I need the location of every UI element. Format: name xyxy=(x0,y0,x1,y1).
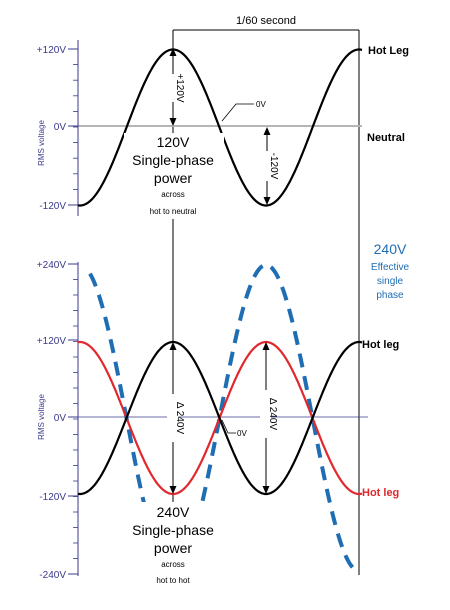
period-label: 1/60 second xyxy=(236,15,296,27)
top-plus-arrow-label: +120V xyxy=(174,73,185,103)
bottom-caption-between: hot to hot xyxy=(156,576,190,585)
bottom-panel: +240V +120V 0V -120V -240V RMS voltage Δ… xyxy=(37,241,410,586)
top-tick-zero: 0V xyxy=(54,122,67,133)
bottom-caption-line2: power xyxy=(154,540,192,556)
bottom-minor-ticks xyxy=(73,263,78,575)
top-caption-line2: power xyxy=(154,170,192,186)
top-caption-voltage: 120V xyxy=(157,134,190,150)
top-caption-across: across xyxy=(161,190,185,199)
top-tick-pos: +120V xyxy=(37,45,67,56)
delta-arrow-1-label: Δ 240V xyxy=(174,402,185,435)
delta-arrow-2-label: Δ 240V xyxy=(267,398,278,431)
bottom-caption-line1: Single-phase xyxy=(132,522,214,538)
neutral-label: Neutral xyxy=(367,132,405,144)
top-panel: +120V 0V -120V RMS voltage +120V -120V 0… xyxy=(37,40,409,219)
top-caption-between: hot to neutral xyxy=(150,207,197,216)
effective-line2: single xyxy=(377,276,404,287)
top-hot-leg-label: Hot Leg xyxy=(368,45,409,57)
delta-arrow-2: Δ 240V xyxy=(260,342,278,494)
delta-arrow-1: Δ 240V xyxy=(167,342,185,494)
bottom-hot-leg-label: Hot leg xyxy=(362,339,399,351)
effective-voltage: 240V xyxy=(374,241,407,257)
top-zero-callout-line xyxy=(221,103,254,122)
top-y-axis-title: RMS voltage xyxy=(37,120,46,166)
bottom-tick-neg120: -120V xyxy=(39,492,66,503)
top-tick-neg: -120V xyxy=(39,201,66,212)
top-minus-arrow-label: -120V xyxy=(268,153,279,180)
effective-label: 240V Effective single phase xyxy=(371,241,410,301)
bottom-tick-pos240: +240V xyxy=(37,260,67,271)
bottom-zero-callout: 0V xyxy=(237,429,247,438)
bottom-tick-neg240: -240V xyxy=(39,570,66,581)
top-minus-arrow: -120V xyxy=(261,127,279,205)
top-caption: 120V Single-phase power across hot to ne… xyxy=(124,133,224,219)
bottom-y-axis-title: RMS voltage xyxy=(37,394,46,440)
bottom-caption-across: across xyxy=(161,560,185,569)
top-caption-line1: Single-phase xyxy=(132,152,214,168)
effective-line1: Effective xyxy=(371,262,410,273)
top-hot-leg-wave xyxy=(77,48,363,207)
black-hot-leg-wave xyxy=(77,340,363,496)
bottom-tick-zero: 0V xyxy=(54,413,67,424)
top-plus-arrow: +120V xyxy=(167,48,185,126)
top-zero-callout: 0V xyxy=(256,100,266,109)
top-minor-ticks xyxy=(73,48,78,206)
bottom-caption-voltage: 240V xyxy=(157,504,190,520)
effective-240v-dashed-wave xyxy=(88,262,358,574)
bottom-caption: 240V Single-phase power across hot to ho… xyxy=(124,502,224,586)
bottom-tick-pos120: +120V xyxy=(37,336,67,347)
bottom-zero-callout-line xyxy=(221,419,236,434)
effective-line3: phase xyxy=(376,290,404,301)
red-hot-leg-label: Hot leg xyxy=(362,487,399,499)
